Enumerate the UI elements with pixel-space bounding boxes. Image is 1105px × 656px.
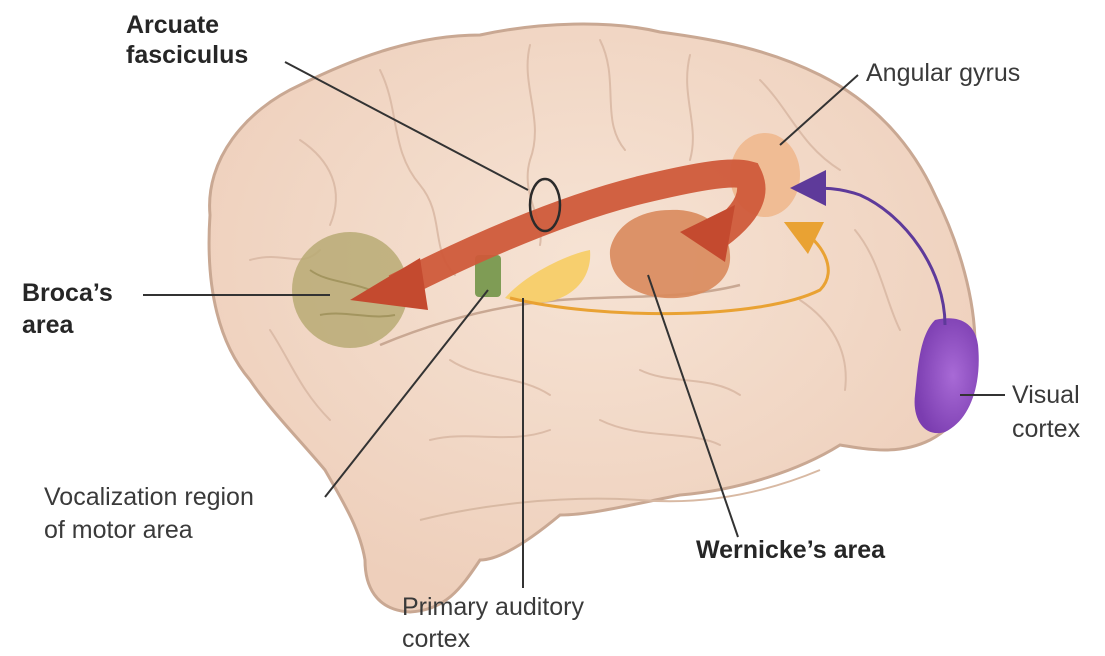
label-auditory-line2: cortex <box>402 624 470 654</box>
label-visual-line2: cortex <box>1012 414 1080 444</box>
label-visual-line1: Visual <box>1012 380 1080 410</box>
label-broca-line1: Broca’s <box>22 278 113 308</box>
label-angular-gyrus: Angular gyrus <box>866 58 1020 88</box>
label-broca-line2: area <box>22 310 73 340</box>
label-vocalization-line2: of motor area <box>44 515 193 545</box>
label-wernicke-area: Wernicke’s area <box>696 535 885 565</box>
label-arcuate-line2: fasciculus <box>126 40 248 70</box>
label-arcuate-line1: Arcuate <box>126 10 219 40</box>
label-vocalization-line1: Vocalization region <box>44 482 254 512</box>
label-auditory-line1: Primary auditory <box>402 592 584 622</box>
